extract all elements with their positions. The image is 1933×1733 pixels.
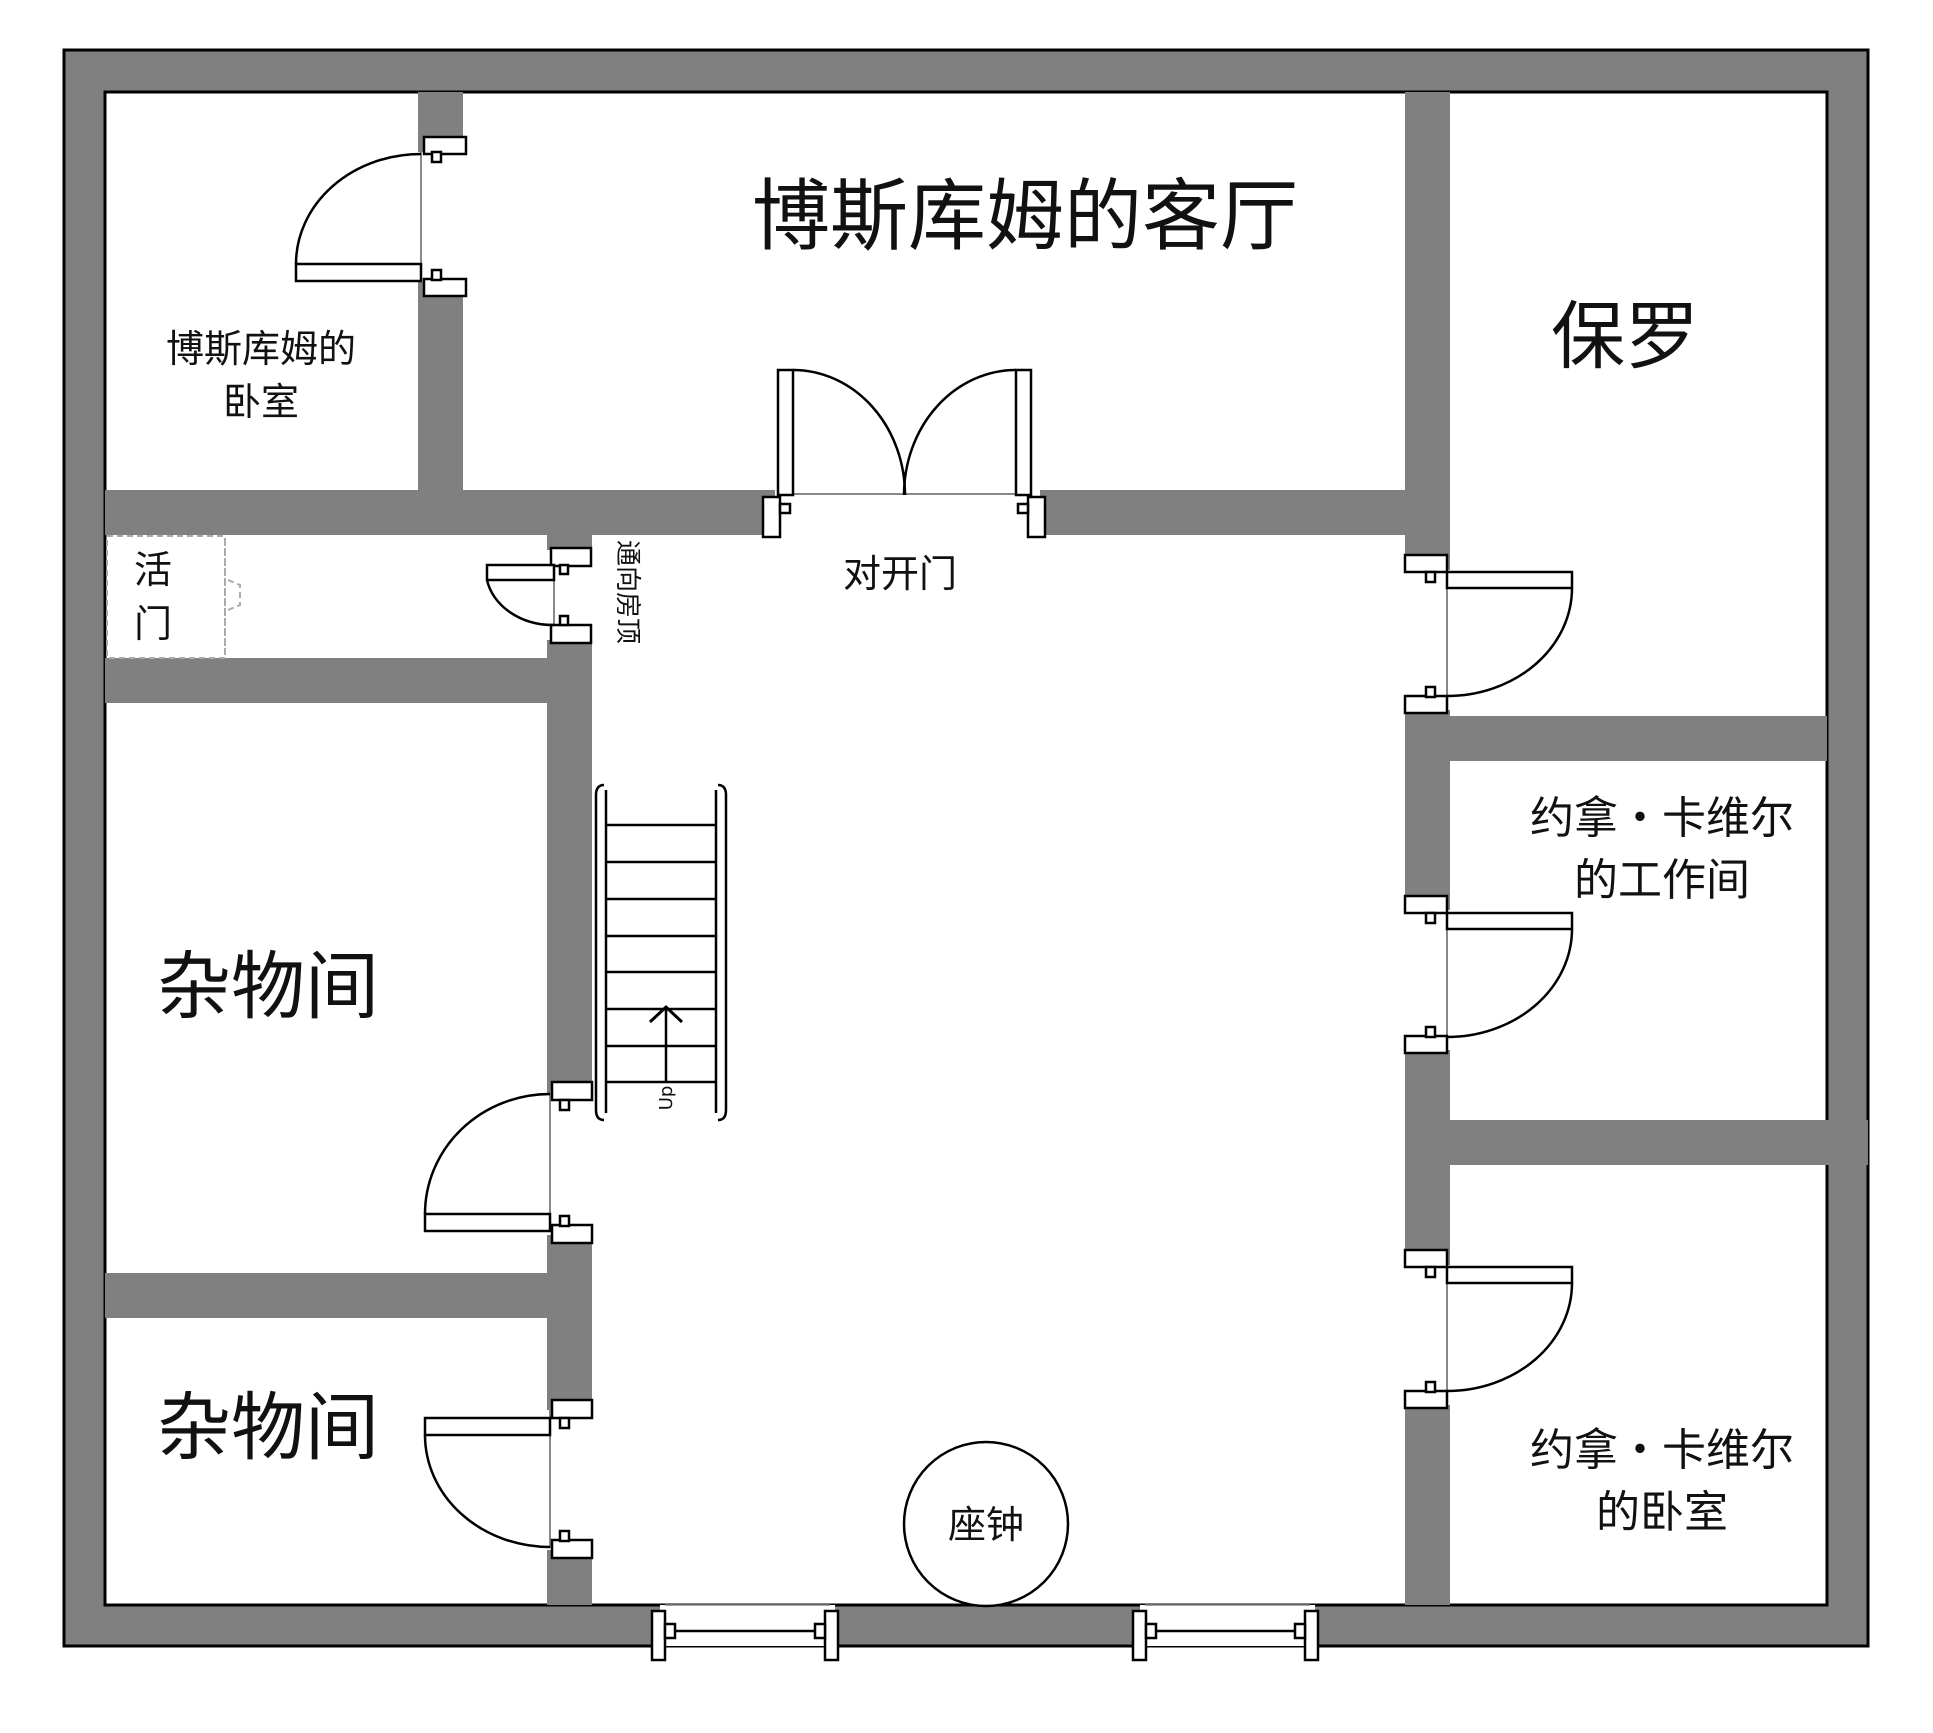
door-storage-2[interactable] <box>423 1398 594 1560</box>
label-trapdoor-line2: 门 <box>134 602 172 646</box>
feature-labels: 对开门 活 门 通向房顶 Up 座钟 <box>134 540 1024 1547</box>
label-living-room: 博斯库姆的客厅 <box>752 172 1298 262</box>
door-bedroom[interactable] <box>294 135 468 298</box>
doors <box>294 135 1574 1560</box>
door-workshop[interactable] <box>1403 894 1574 1055</box>
label-bedroom-line1: 博斯库姆的 <box>166 327 356 371</box>
label-storage-1: 杂物间 <box>157 944 379 1030</box>
arrow-up-icon <box>648 1004 684 1083</box>
door-roof-access[interactable] <box>485 546 593 645</box>
wall-trapdoor-bottom <box>105 658 592 703</box>
label-storage-2: 杂物间 <box>157 1385 379 1471</box>
window-left <box>650 1604 840 1662</box>
trapdoor[interactable] <box>106 535 241 659</box>
label-double-door: 对开门 <box>843 552 957 596</box>
label-jonah-bedroom-line2: 的卧室 <box>1596 1487 1728 1538</box>
room-labels: 博斯库姆的客厅 博斯库姆的 卧室 保罗 杂物间 杂物间 约拿・卡维尔 的工作间 … <box>157 172 1794 1538</box>
door-paul[interactable] <box>1403 553 1574 715</box>
door-storage-1[interactable] <box>423 1080 594 1245</box>
label-stairs-up: Up <box>656 1086 677 1111</box>
windows <box>650 1604 1320 1662</box>
label-to-roof: 通向房顶 <box>612 540 642 644</box>
double-door[interactable] <box>761 368 1047 539</box>
label-workshop-line2: 的工作间 <box>1574 855 1750 906</box>
label-trapdoor-line1: 活 <box>134 548 172 592</box>
door-jonah-bedroom[interactable] <box>1403 1248 1574 1410</box>
wall-storage-divider <box>105 1273 547 1318</box>
grandfather-clock[interactable] <box>902 1440 1070 1608</box>
window-right <box>1131 1604 1320 1662</box>
stairs[interactable] <box>594 783 728 1122</box>
label-paul: 保罗 <box>1551 294 1699 380</box>
outer-wall <box>62 48 1870 1648</box>
door-openings <box>418 152 1450 1646</box>
wall-paul-bottom <box>1450 716 1827 761</box>
label-clock: 座钟 <box>948 1503 1024 1547</box>
label-workshop-line1: 约拿・卡维尔 <box>1530 793 1794 844</box>
walls <box>62 48 1870 1648</box>
label-jonah-bedroom-line1: 约拿・卡维尔 <box>1530 1425 1794 1476</box>
wall-workshop-bottom <box>1450 1120 1868 1165</box>
label-bedroom-line2: 卧室 <box>223 380 299 424</box>
